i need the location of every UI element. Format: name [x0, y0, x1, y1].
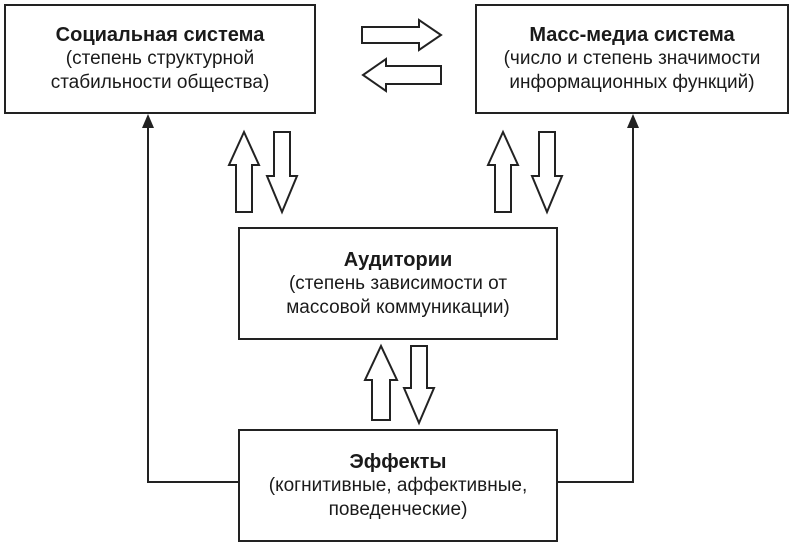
audiences-desc-line-1: (степень зависимости от [288, 272, 508, 294]
audiences-box: Аудитории (степень зависимости от массов… [238, 227, 558, 340]
arrow-audience-to-media [486, 129, 520, 213]
effects-desc-line-1: (когнитивные, аффективные, [268, 474, 528, 496]
social-system-desc-line-2: стабильности общества) [50, 72, 270, 93]
audiences-title: Аудитории [343, 248, 453, 271]
effects-desc-line-2: поведенческие) [328, 498, 468, 520]
arrow-audience-to-effects [402, 345, 436, 426]
arrow-media-to-audience [530, 131, 564, 215]
arrow-media-to-social [361, 57, 442, 93]
feedback-line-effects-to-social [147, 127, 238, 483]
feedback-line-effects-to-media [558, 127, 634, 483]
mass-media-system-title: Масс-медиа система [529, 24, 735, 46]
arrow-audience-to-social [227, 129, 261, 213]
audiences-desc-line-2: массовой коммуникации) [286, 296, 510, 318]
arrow-social-to-media [361, 18, 443, 52]
effects-title: Эффекты [349, 450, 447, 473]
effects-box: Эффекты (когнитивные, аффективные, повед… [238, 429, 558, 542]
social-system-desc-line-1: (степень структурной [65, 48, 255, 69]
social-system-box: Социальная система (степень структурной … [4, 4, 316, 114]
arrowhead-social [142, 114, 154, 128]
social-system-title: Социальная система [55, 24, 265, 46]
arrow-effects-to-audience [363, 343, 399, 421]
mass-media-system-box: Масс-медиа система (число и степень знач… [475, 4, 789, 114]
mass-media-system-desc-line-2: информационных функций) [509, 72, 755, 93]
mass-media-system-desc-line-1: (число и степень значимости [503, 48, 761, 69]
arrow-social-to-audience [265, 131, 299, 215]
arrowhead-media [627, 114, 639, 128]
